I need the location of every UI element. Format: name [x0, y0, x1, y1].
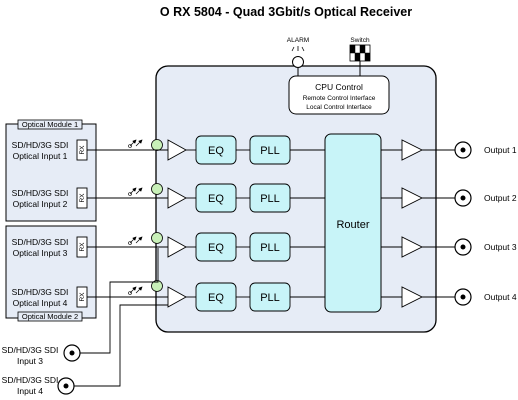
light-source-icon-3: [128, 241, 132, 245]
switch-label: Switch: [350, 37, 370, 44]
output-label-1: Output 1: [484, 145, 517, 155]
input-amplifier-3: [167, 236, 187, 258]
cpu-line2: Local Control Interface: [306, 104, 372, 111]
module-2-label: Optical Module 2: [22, 312, 78, 321]
input-3-wire: [80, 248, 159, 354]
output-amplifier-2: [401, 187, 424, 209]
optical-input-3-line1: SD/HD/3G SDI: [12, 237, 69, 247]
diagram-title: O RX 5804 - Quad 3Gbit/s Optical Receive…: [160, 5, 412, 19]
input-4-wire: [74, 304, 168, 387]
pll-label-1: PLL: [260, 145, 280, 157]
optical-input-2-line1: SD/HD/3G SDI: [12, 188, 69, 198]
switch-icon: [349, 44, 371, 62]
optical-input-4-line1: SD/HD/3G SDI: [12, 287, 69, 297]
input-amplifier-4: [167, 286, 187, 308]
rx-label-1: RX: [79, 145, 86, 155]
rx-label-3: RX: [79, 242, 86, 252]
eq-label-2: EQ: [208, 193, 224, 205]
bnc-connector-input-3: [63, 344, 81, 362]
light-ray-icon-1b: [135, 139, 143, 147]
electrical-input-3-line2: Input 3: [17, 356, 43, 366]
router-block: [324, 133, 382, 313]
optical-input-4-line2: Optical Input 4: [13, 298, 68, 308]
pll-label-4: PLL: [260, 292, 280, 304]
cpu-title: CPU Control: [315, 82, 363, 92]
light-source-icon-4: [128, 291, 132, 295]
light-source-icon-2: [128, 192, 132, 196]
electrical-input-4-line2: Input 4: [17, 386, 43, 396]
optical-input-1-line2: Optical Input 1: [13, 151, 68, 161]
rx-label-2: RX: [79, 193, 86, 203]
bnc-pin-output-3: [460, 244, 466, 250]
status-led-3: [151, 232, 163, 244]
optical-input-2-line2: Optical Input 2: [13, 199, 68, 209]
bnc-pin-output-4: [460, 294, 466, 300]
light-ray-icon-4b: [135, 286, 143, 294]
light-source-icon-1: [128, 144, 132, 148]
eq-label-1: EQ: [208, 145, 224, 157]
router-label: Router: [336, 219, 369, 231]
status-led-2: [151, 183, 163, 195]
input-amplifier-2: [167, 187, 187, 209]
module-2-tag: [17, 311, 83, 322]
light-ray-icon-2b: [135, 187, 143, 195]
eq-label-3: EQ: [208, 242, 224, 254]
output-label-4: Output 4: [484, 292, 517, 302]
bnc-pin-output-2: [460, 195, 466, 201]
output-amplifier-3: [401, 236, 424, 258]
cpu-control-box: [288, 75, 390, 115]
output-amplifier-4: [401, 286, 424, 308]
pll-label-2: PLL: [260, 193, 280, 205]
light-ray-icon-3b: [135, 236, 143, 244]
alarm-label: ALARM: [287, 37, 309, 44]
rx-label-4: RX: [79, 292, 86, 302]
status-led-1: [151, 139, 163, 151]
eq-label-4: EQ: [208, 292, 224, 304]
bnc-pin-output-1: [460, 147, 466, 153]
output-amplifier-1: [401, 139, 424, 161]
input-amplifier-1: [167, 139, 187, 161]
bnc-connector-input-4: [57, 377, 75, 395]
electrical-input-4-line1: SD/HD/3G SDI: [2, 375, 59, 385]
electrical-input-3-line1: SD/HD/3G SDI: [2, 345, 59, 355]
alarm-led: [292, 56, 304, 68]
module-1-tag: [17, 119, 83, 130]
output-label-3: Output 3: [484, 242, 517, 252]
output-label-2: Output 2: [484, 193, 517, 203]
pll-label-3: PLL: [260, 242, 280, 254]
module-1-label: Optical Module 1: [22, 120, 78, 129]
alarm-icon: [291, 46, 305, 52]
status-led-4: [151, 280, 163, 292]
cpu-line1: Remote Control Interface: [303, 95, 376, 102]
optical-input-3-line2: Optical Input 3: [13, 248, 68, 258]
optical-input-1-line1: SD/HD/3G SDI: [12, 140, 69, 150]
